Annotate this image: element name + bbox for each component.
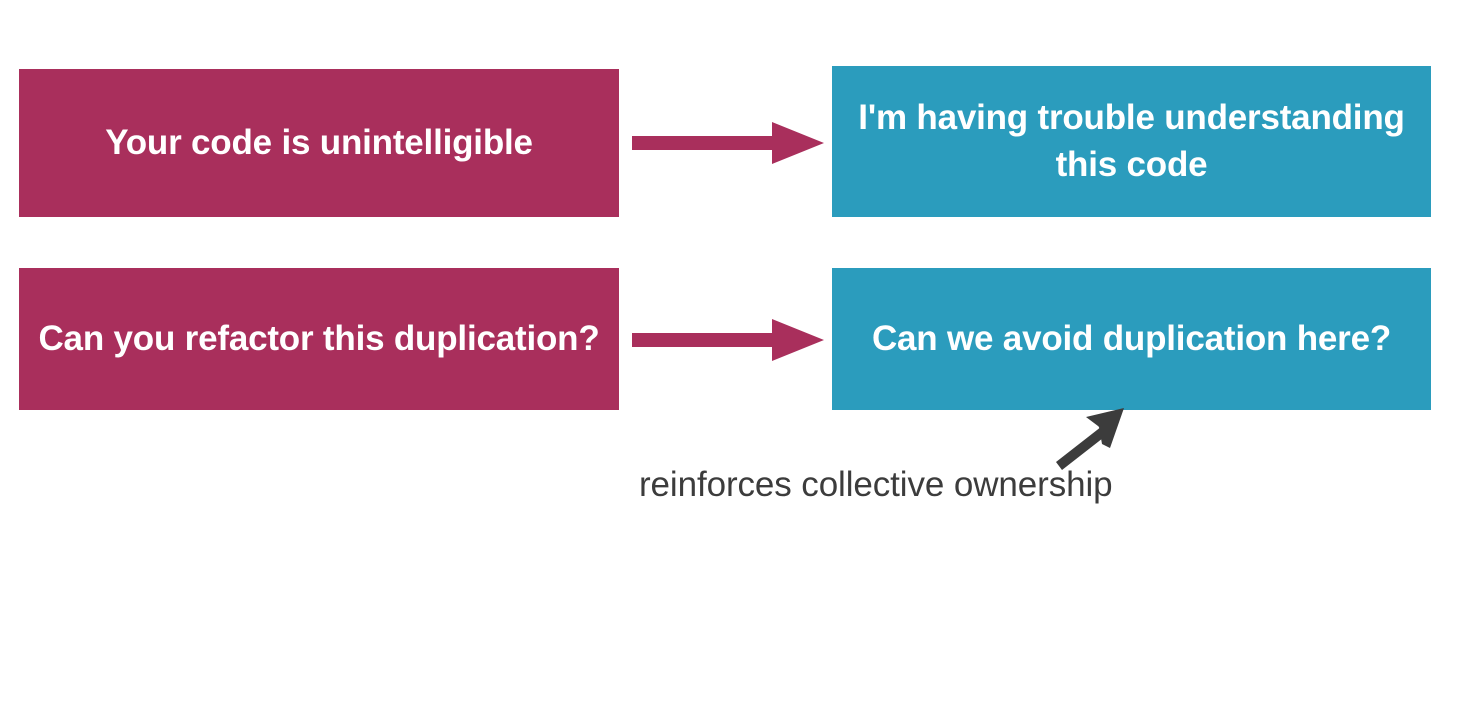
before-box-row-1: Your code is unintelligible: [19, 69, 619, 217]
after-box-row-2-label: Can we avoid duplication here?: [871, 318, 1392, 358]
after-box-row-2: Can we avoid duplication here?: [832, 268, 1431, 410]
up-right-arrow-icon: [1046, 400, 1140, 470]
right-arrow-icon-row-1: [632, 118, 828, 168]
right-arrow-glyph-row-2: [632, 319, 824, 361]
before-box-row-2-label: Can you refactor this duplication?: [38, 318, 600, 358]
after-box-row-1: I'm having trouble understanding this co…: [832, 66, 1431, 217]
right-arrow-glyph-row-1: [632, 122, 824, 164]
after-box-row-1-label: I'm having trouble understanding this co…: [858, 97, 1405, 184]
annotation-caption: reinforces collective ownership: [639, 465, 1113, 504]
before-box-row-2: Can you refactor this duplication?: [19, 268, 619, 410]
up-right-arrow-glyph: [1056, 408, 1124, 470]
right-arrow-icon-row-2: [632, 315, 828, 365]
before-box-row-1-label: Your code is unintelligible: [105, 122, 533, 162]
